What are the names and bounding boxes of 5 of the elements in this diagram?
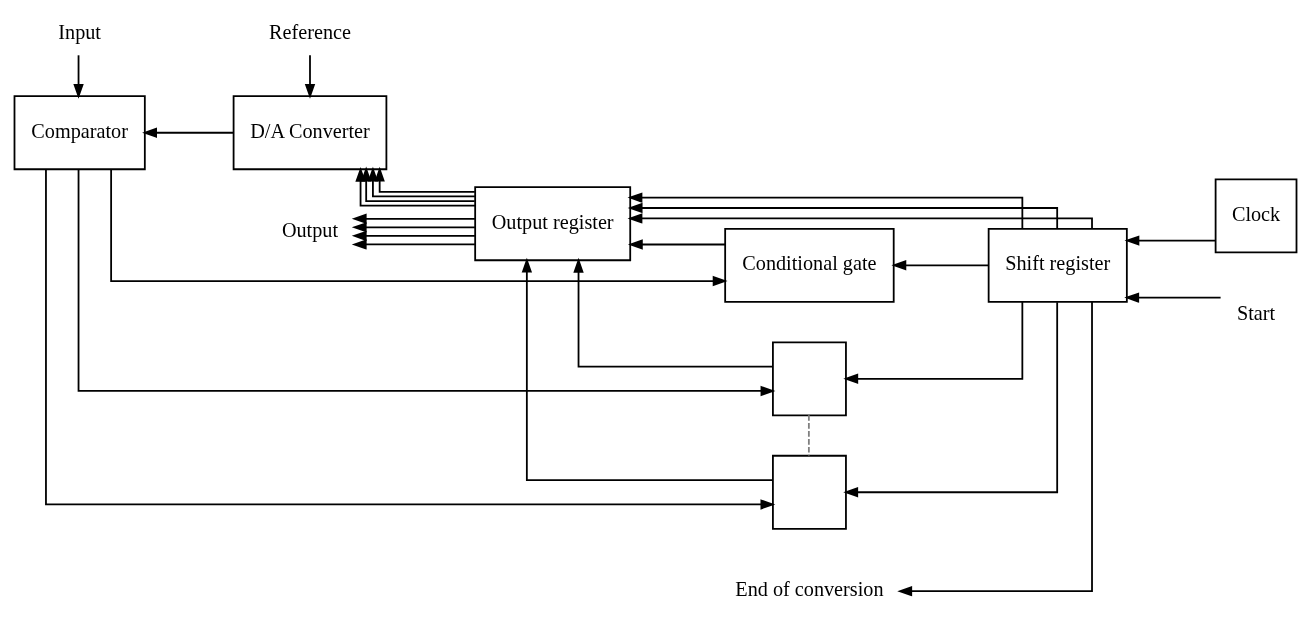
node-text: Reference	[268, 20, 351, 43]
node-text: Start	[1236, 301, 1275, 324]
node-text: Input	[57, 20, 101, 43]
node-text: End of conversion	[734, 578, 884, 601]
node-text: Output	[281, 218, 338, 241]
